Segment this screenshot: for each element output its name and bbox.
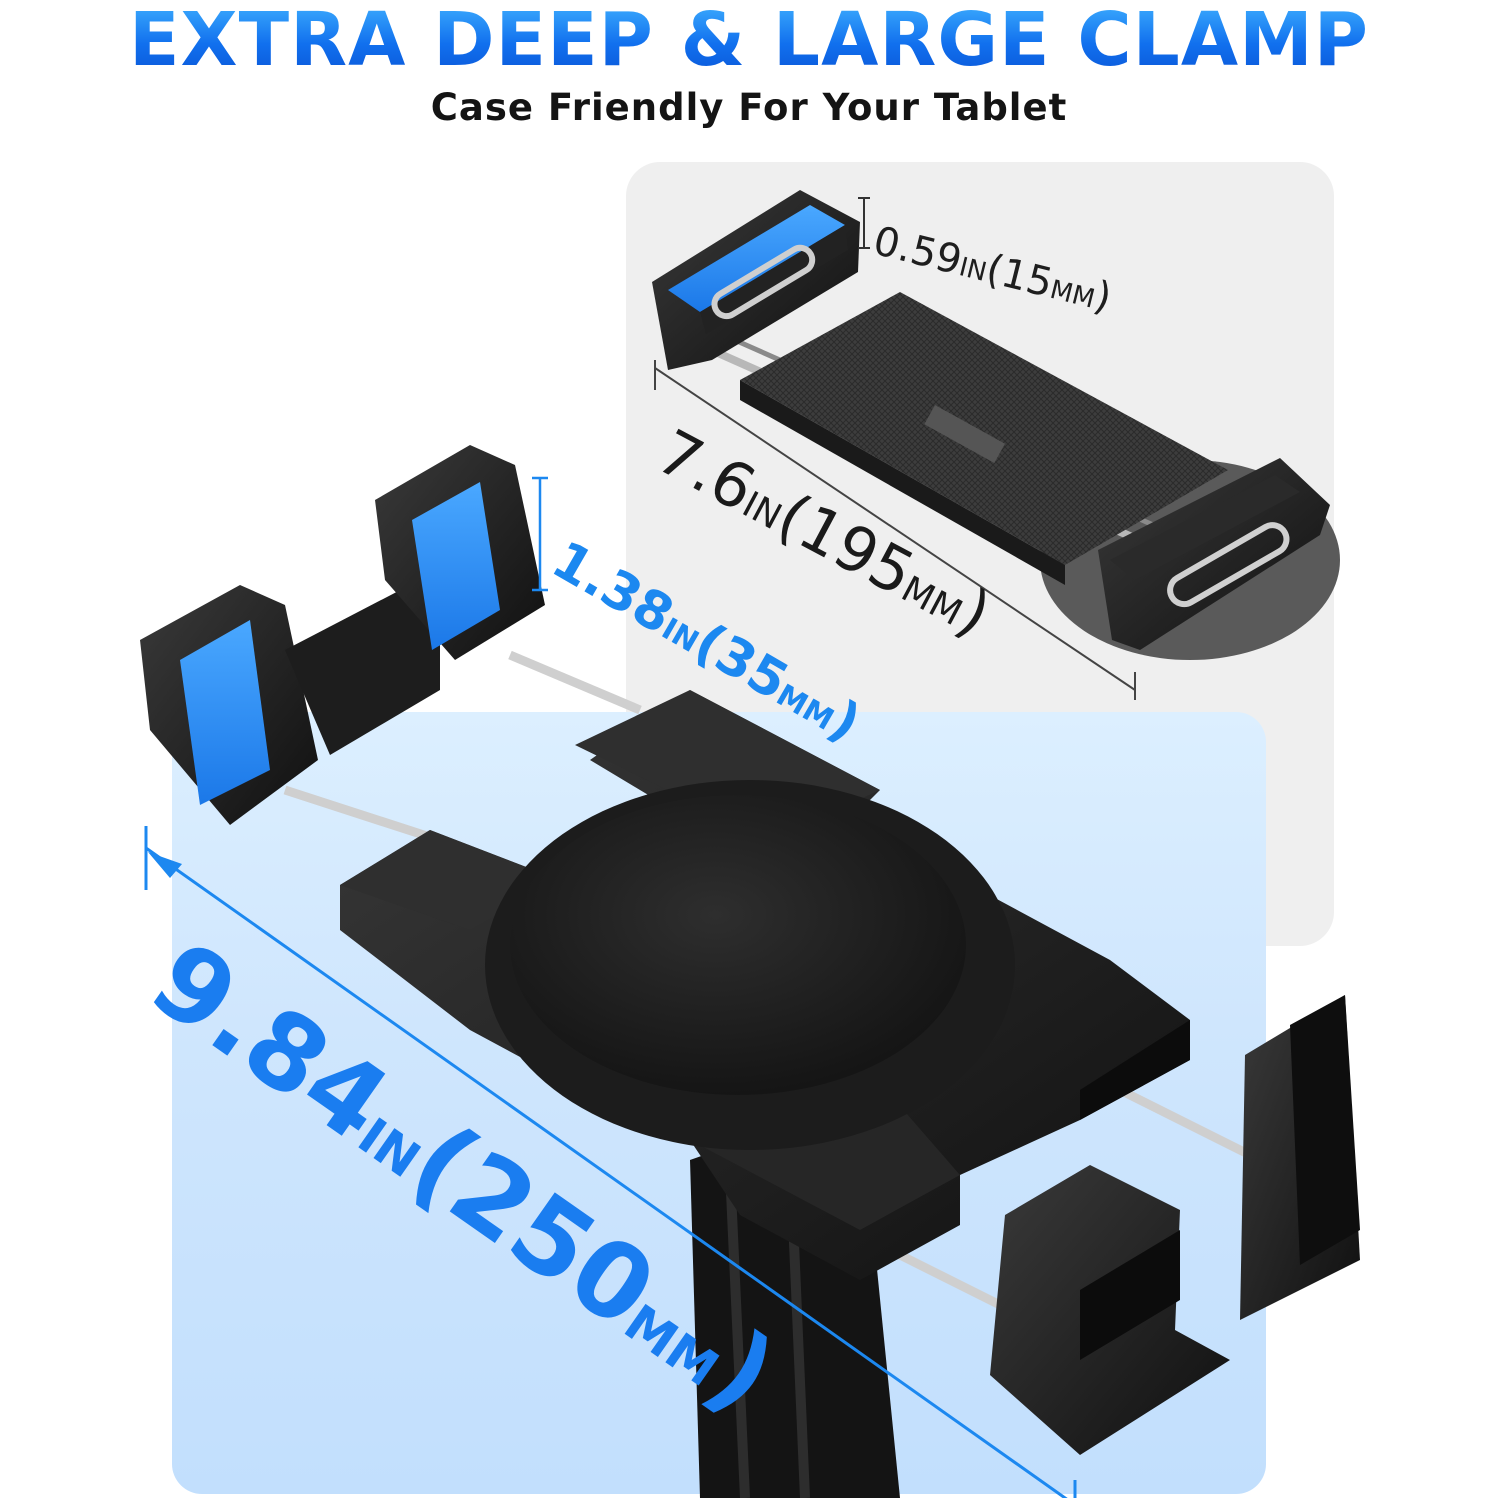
subheadline: Case Friendly For Your Tablet (430, 86, 1068, 129)
small-clamp (652, 190, 1340, 700)
headline: EXTRA DEEP & LARGE CLAMP (0, 0, 1498, 80)
large-clamp (140, 445, 1360, 1498)
